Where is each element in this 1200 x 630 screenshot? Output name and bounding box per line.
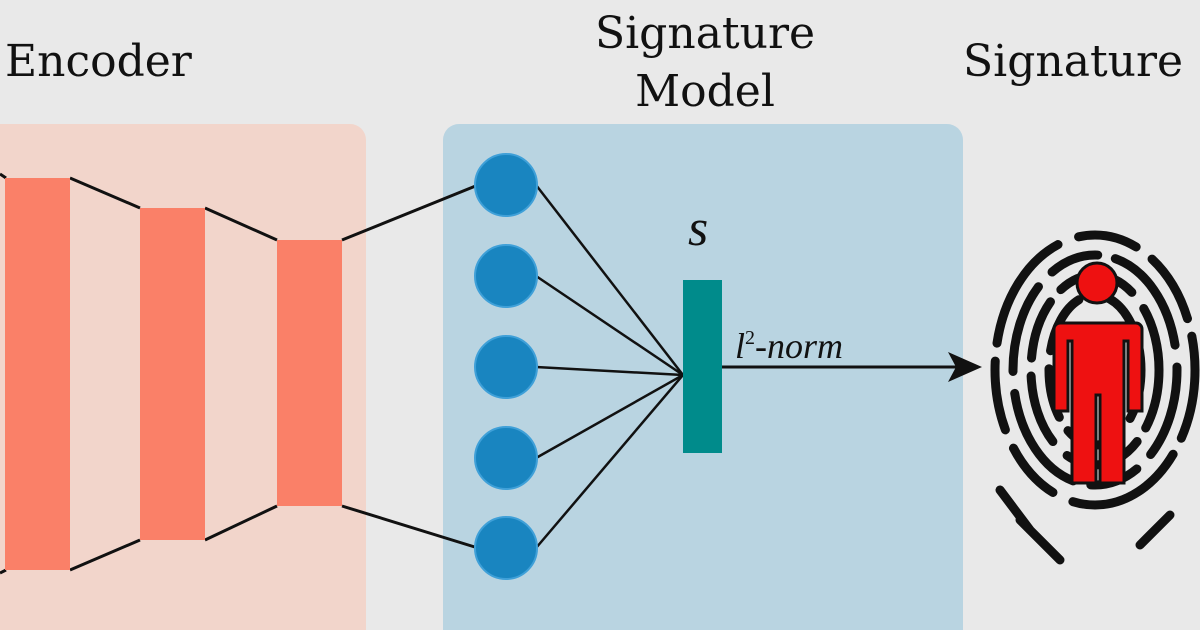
neuron-connections <box>535 184 684 549</box>
neuron-3 <box>474 335 538 399</box>
neuron-2 <box>474 244 538 308</box>
arrowhead-icon <box>948 352 982 382</box>
l2-norm-suffix: -norm <box>755 326 843 366</box>
signature-vector-bar <box>683 280 722 453</box>
signature-vector-label: s <box>688 200 708 257</box>
encoder-title: Encoder <box>5 36 193 87</box>
signature-model-title-line1: Signature <box>595 8 815 59</box>
l2-norm-base: l <box>735 326 745 366</box>
l2-norm-superscript: 2 <box>745 327 755 349</box>
neuron-5 <box>474 516 538 580</box>
signature-title: Signature <box>963 36 1183 87</box>
neuron-1 <box>474 153 538 217</box>
person-icon <box>1052 261 1144 485</box>
encoder-layer-3 <box>277 240 342 506</box>
encoder-layer-2 <box>140 208 205 540</box>
encoder-layer-1 <box>5 178 70 570</box>
encoder-connections <box>0 172 479 575</box>
neuron-4 <box>474 426 538 490</box>
signature-model-title-line2: Model <box>635 66 775 117</box>
l2-norm-label: l2-norm <box>735 326 843 366</box>
